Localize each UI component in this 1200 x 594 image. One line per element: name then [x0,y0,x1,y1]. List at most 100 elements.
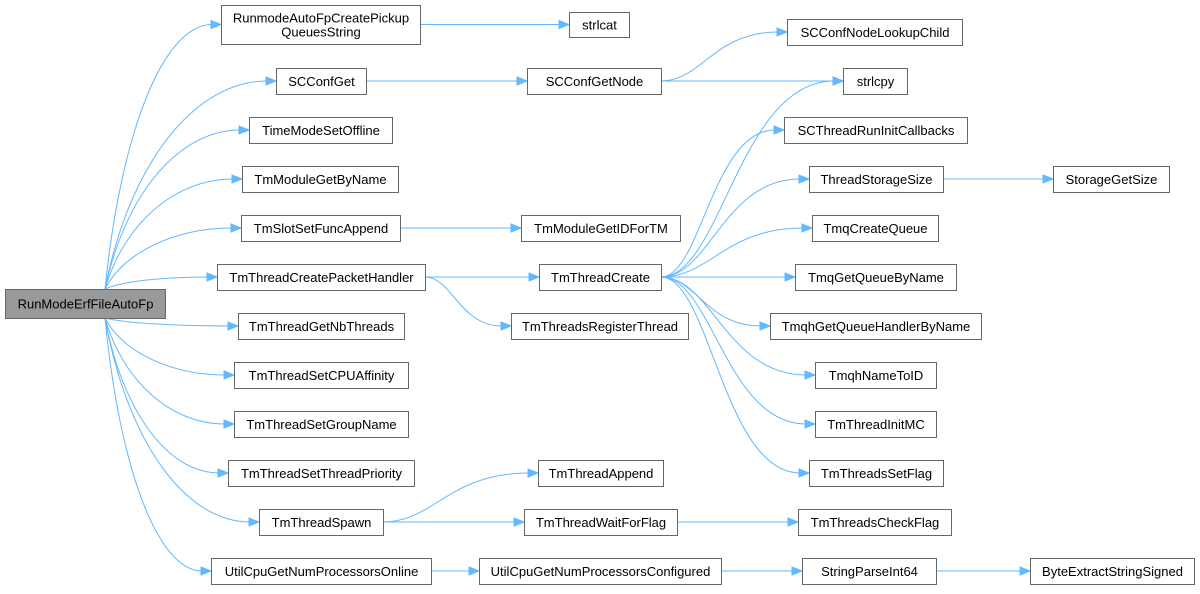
edge-tm-thread-spawn-to-tm-thread-wait-for-flag [383,517,526,527]
node-label: TmThreadWaitForFlag [536,515,666,530]
node-label: UtilCpuGetNumProcessorsOnline [225,564,419,579]
edge-run-mode-erf-file-auto-fp-to-tm-module-get-by-name [104,174,244,290]
edge-tm-thread-create-to-tmq-create-queue [660,223,814,278]
node-tm-thread-spawn[interactable]: TmThreadSpawn [259,509,384,536]
node-label: StorageGetSize [1066,172,1158,187]
node-tm-thread-create[interactable]: TmThreadCreate [539,264,662,291]
node-time-mode-set-offline[interactable]: TimeModeSetOffline [249,117,393,144]
edge-run-mode-erf-file-auto-fp-to-tm-thread-set-cpuaffinity [104,317,236,380]
node-label: TmThreadSetCPUAffinity [249,368,395,383]
edge-run-mode-erf-file-auto-fp-to-tm-thread-set-group-name [104,317,236,429]
node-tm-thread-create-packet-handler[interactable]: TmThreadCreatePacketHandler [217,264,426,291]
node-label: TmqhGetQueueHandlerByName [782,319,971,334]
node-run-mode-erf-file-auto-fp: RunModeErfFileAutoFp [5,289,166,319]
edge-run-mode-erf-file-auto-fp-to-tm-thread-spawn [104,317,261,527]
node-thread-storage-size[interactable]: ThreadStorageSize [809,166,944,193]
node-label: SCConfGet [288,74,355,89]
node-tmq-get-queue-by-name[interactable]: TmqGetQueueByName [795,264,957,291]
node-label: UtilCpuGetNumProcessorsConfigured [491,564,711,579]
edge-run-mode-erf-file-auto-fp-to-tm-slot-set-func-append [104,223,243,290]
edge-tm-thread-create-to-strlcpy [660,76,845,278]
node-tm-thread-set-cpuaffinity[interactable]: TmThreadSetCPUAffinity [234,362,409,389]
node-label: TmModuleGetByName [254,172,386,187]
node-label: SCConfNodeLookupChild [801,25,950,40]
node-label: TmThreadAppend [549,466,654,481]
node-label: TmThreadInitMC [827,417,925,432]
edge-tm-thread-create-to-tmq-get-queue-by-name [661,272,797,282]
edge-run-mode-erf-file-auto-fp-to-util-cpu-get-num-processors-online [104,317,213,576]
edge-run-mode-erf-file-auto-fp-to-runmode-auto-fp-create-pickup-queues-string [104,19,223,290]
node-tm-module-get-by-name[interactable]: TmModuleGetByName [242,166,399,193]
node-storage-get-size[interactable]: StorageGetSize [1053,166,1170,193]
node-label: TmqhNameToID [829,368,924,383]
node-tm-thread-set-group-name[interactable]: TmThreadSetGroupName [234,411,409,438]
node-tmqh-name-to-id[interactable]: TmqhNameToID [815,362,937,389]
node-label: SCConfGetNode [546,74,644,89]
call-graph-edges [104,19,1055,576]
node-label: RunModeErfFileAutoFp [18,297,154,312]
edge-run-mode-erf-file-auto-fp-to-tm-thread-set-thread-priority [104,317,230,478]
node-util-cpu-get-num-processors-configured[interactable]: UtilCpuGetNumProcessorsConfigured [479,558,722,585]
edge-tm-thread-wait-for-flag-to-tm-threads-check-flag [677,517,800,527]
node-label: SCThreadRunInitCallbacks [798,123,955,138]
node-label: TmqGetQueueByName [808,270,944,285]
node-label: TmThreadsRegisterThread [522,319,678,334]
edge-string-parse-int64-to-byte-extract-string-signed [936,566,1032,576]
node-tm-threads-check-flag[interactable]: TmThreadsCheckFlag [798,509,952,536]
node-tm-slot-set-func-append[interactable]: TmSlotSetFuncAppend [241,215,401,242]
node-label: TmSlotSetFuncAppend [254,221,388,236]
node-tm-threads-register-thread[interactable]: TmThreadsRegisterThread [511,313,689,340]
node-tm-threads-set-flag[interactable]: TmThreadsSetFlag [809,460,944,487]
node-strlcpy[interactable]: strlcpy [843,68,908,95]
node-label: TmqCreateQueue [823,221,927,236]
node-label: TmThreadCreate [551,270,650,285]
edge-run-mode-erf-file-auto-fp-to-tm-thread-get-nb-threads [104,317,240,331]
call-graph-nodes: RunModeErfFileAutoFp RunmodeAutoFpCreateP… [5,5,1195,585]
edge-tm-thread-create-to-scthread-run-init-callbacks [660,125,786,278]
edge-tm-thread-create-packet-handler-to-tm-threads-register-thread [424,276,513,331]
node-scthread-run-init-callbacks[interactable]: SCThreadRunInitCallbacks [784,117,968,144]
node-tm-thread-init-mc[interactable]: TmThreadInitMC [815,411,937,438]
edge-runmode-auto-fp-create-pickup-queues-string-to-strlcat [420,19,571,30]
node-label: TmThreadsSetFlag [821,466,932,481]
node-string-parse-int64[interactable]: StringParseInt64 [802,558,937,585]
edge-tm-thread-spawn-to-tm-thread-append [382,468,540,523]
node-label: TmThreadGetNbThreads [249,319,395,334]
node-label: strlcpy [857,74,895,89]
edge-run-mode-erf-file-auto-fp-to-tm-thread-create-packet-handler [104,272,219,290]
node-label: QueuesString [281,25,361,40]
node-util-cpu-get-num-processors-online[interactable]: UtilCpuGetNumProcessorsOnline [211,558,432,585]
edge-scconf-get-node-to-scconf-node-lookup-child [660,27,789,82]
node-tm-thread-append[interactable]: TmThreadAppend [538,460,664,487]
node-tmq-create-queue[interactable]: TmqCreateQueue [812,215,939,242]
edge-util-cpu-get-num-processors-configured-to-string-parse-int64 [721,566,804,576]
node-scconf-node-lookup-child[interactable]: SCConfNodeLookupChild [787,19,963,46]
edge-run-mode-erf-file-auto-fp-to-time-mode-set-offline [104,125,251,290]
edge-run-mode-erf-file-auto-fp-to-scconf-get [104,76,278,290]
node-label: RunmodeAutoFpCreatePickup [233,11,409,26]
node-label: TmThreadSetThreadPriority [241,466,403,481]
node-scconf-get-node[interactable]: SCConfGetNode [527,68,662,95]
node-label: TimeModeSetOffline [262,123,380,138]
edge-util-cpu-get-num-processors-online-to-util-cpu-get-num-processors-configured [431,566,481,576]
node-tm-thread-get-nb-threads[interactable]: TmThreadGetNbThreads [238,313,405,340]
node-byte-extract-string-signed[interactable]: ByteExtractStringSigned [1030,558,1195,585]
node-label: TmThreadSpawn [272,515,372,530]
node-strlcat[interactable]: strlcat [569,12,630,38]
edge-tm-thread-create-to-thread-storage-size [660,174,811,278]
node-label: TmModuleGetIDForTM [534,221,668,236]
edge-tm-thread-create-packet-handler-to-tm-thread-create [425,272,541,282]
node-scconf-get[interactable]: SCConfGet [276,68,367,95]
edge-thread-storage-size-to-storage-get-size [943,174,1055,184]
node-tm-thread-wait-for-flag[interactable]: TmThreadWaitForFlag [524,509,678,536]
node-tm-thread-set-thread-priority[interactable]: TmThreadSetThreadPriority [228,460,415,487]
node-tmqh-get-queue-handler-by-name[interactable]: TmqhGetQueueHandlerByName [770,313,982,340]
node-label: TmThreadCreatePacketHandler [229,270,414,285]
edge-tm-thread-create-to-tmqh-name-to-id [660,276,817,380]
node-label: ByteExtractStringSigned [1042,564,1183,579]
edge-tm-thread-create-to-tm-threads-set-flag [660,276,811,478]
node-label: TmThreadsCheckFlag [811,515,940,530]
node-tm-module-get-idfor-tm[interactable]: TmModuleGetIDForTM [521,215,681,242]
